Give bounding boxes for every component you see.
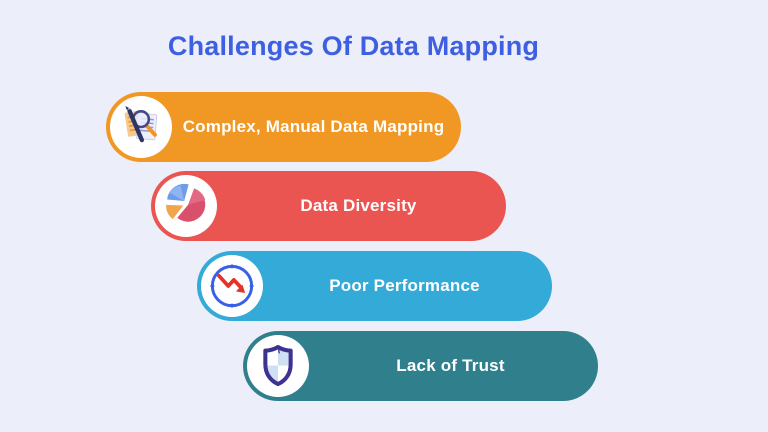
challenge-item-lack-of-trust: Lack of Trust — [243, 331, 598, 401]
challenge-label: Data Diversity — [300, 196, 417, 215]
challenge-item-poor-performance: Poor Performance — [197, 251, 552, 321]
challenge-label: Poor Performance — [329, 276, 480, 295]
document-search-icon — [110, 96, 172, 158]
challenge-label: Lack of Trust — [396, 356, 505, 375]
pie-chart-icon — [155, 175, 217, 237]
challenge-item-complex-manual-data-mapping: Complex, Manual Data Mapping — [106, 92, 461, 162]
clock-trend-down-icon — [201, 255, 263, 317]
challenge-item-data-diversity: Data Diversity — [151, 171, 506, 241]
page-title: Challenges Of Data Mapping — [167, 31, 540, 61]
shield-icon — [247, 335, 309, 397]
challenge-label: Complex, Manual Data Mapping — [182, 117, 445, 136]
